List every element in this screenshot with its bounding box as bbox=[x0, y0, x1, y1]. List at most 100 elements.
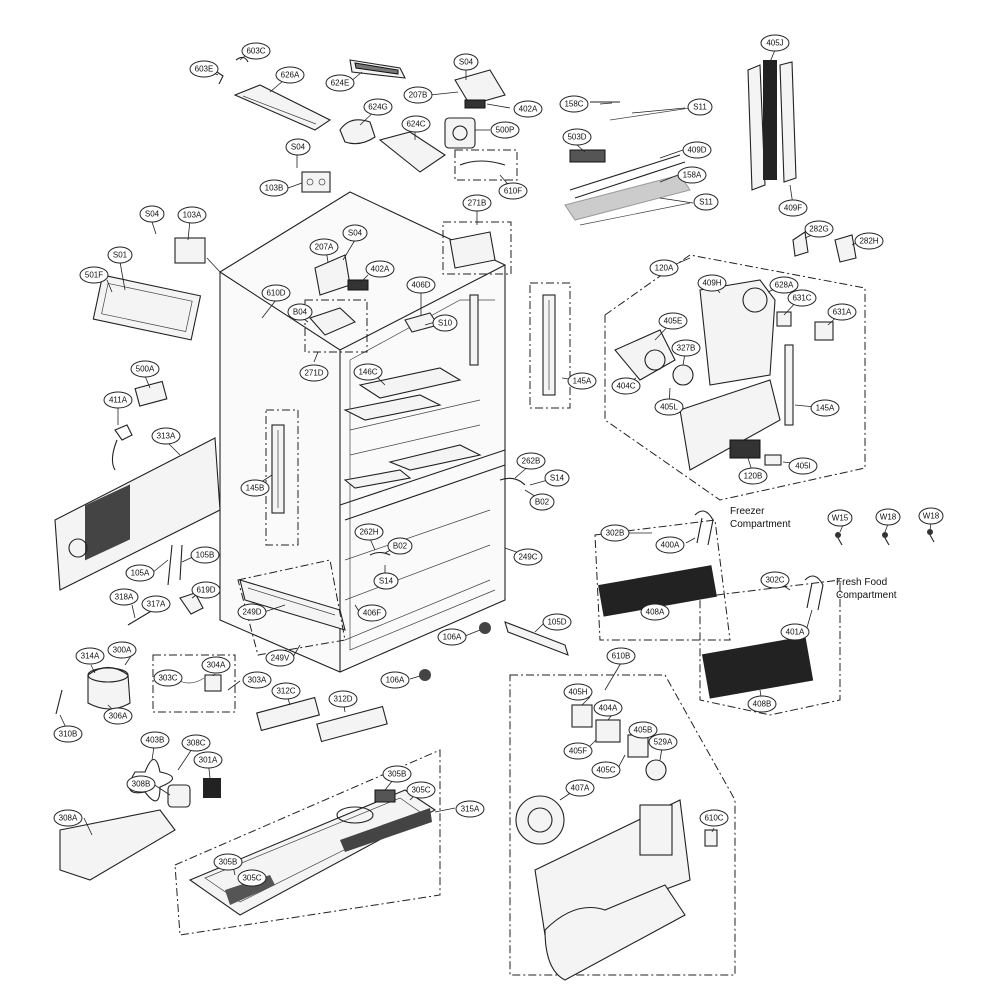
callout-405I: 405I bbox=[788, 457, 818, 475]
callout-403B: 403B bbox=[140, 731, 170, 749]
callout-S04-d: S04 bbox=[342, 224, 368, 242]
callout-145A-b: 145A bbox=[567, 372, 597, 390]
callout-306A: 306A bbox=[103, 707, 133, 725]
svg-text:306A: 306A bbox=[109, 712, 128, 721]
callout-529A: 529A bbox=[648, 733, 678, 751]
svg-text:106A: 106A bbox=[443, 633, 462, 642]
svg-text:249D: 249D bbox=[242, 608, 261, 617]
callout-103B: 103B bbox=[259, 179, 289, 197]
svg-text:303A: 303A bbox=[248, 676, 267, 685]
callout-312C: 312C bbox=[271, 682, 301, 700]
svg-text:400A: 400A bbox=[661, 541, 680, 550]
callout-106A-b: 106A bbox=[380, 671, 410, 689]
callout-408B: 408B bbox=[747, 695, 777, 713]
svg-text:305C: 305C bbox=[242, 874, 261, 883]
callout-500P: 500P bbox=[490, 121, 520, 139]
callout-B02-b: B02 bbox=[387, 537, 413, 555]
callout-249V: 249V bbox=[265, 649, 295, 667]
callout-312D: 312D bbox=[328, 690, 358, 708]
callout-303A: 303A bbox=[242, 671, 272, 689]
callout-105B: 105B bbox=[190, 546, 220, 564]
callout-318A: 318A bbox=[109, 588, 139, 606]
svg-text:308C: 308C bbox=[186, 739, 205, 748]
svg-text:603E: 603E bbox=[195, 65, 214, 74]
callout-207A: 207A bbox=[309, 238, 339, 256]
misc-parts bbox=[369, 477, 935, 681]
svg-text:603C: 603C bbox=[246, 47, 265, 56]
svg-text:S14: S14 bbox=[379, 577, 394, 586]
callout-409F: 409F bbox=[778, 199, 808, 217]
callout-302C: 302C bbox=[760, 571, 790, 589]
svg-text:409D: 409D bbox=[687, 146, 706, 155]
svg-text:310B: 310B bbox=[59, 730, 78, 739]
callout-282G: 282G bbox=[804, 220, 834, 238]
svg-text:103B: 103B bbox=[265, 184, 284, 193]
svg-text:S14: S14 bbox=[550, 474, 565, 483]
callout-401A: 401A bbox=[780, 623, 810, 641]
svg-text:105A: 105A bbox=[131, 569, 150, 578]
callout-S04-b: S04 bbox=[285, 138, 311, 156]
callout-S14-a: S14 bbox=[544, 469, 570, 487]
back-panel bbox=[54, 380, 221, 591]
callout-603C: 603C bbox=[241, 42, 271, 60]
svg-text:S11: S11 bbox=[699, 198, 713, 207]
svg-text:318A: 318A bbox=[115, 593, 134, 602]
svg-text:158A: 158A bbox=[683, 171, 702, 180]
callout-407A: 407A bbox=[565, 779, 595, 797]
callout-103A: 103A bbox=[177, 206, 207, 224]
svg-text:405I: 405I bbox=[795, 462, 811, 471]
callout-624G: 624G bbox=[363, 98, 393, 116]
freezer-note-line1: Freezer bbox=[730, 506, 765, 517]
top-control-parts bbox=[309, 231, 496, 336]
svg-text:402A: 402A bbox=[371, 265, 390, 274]
svg-text:271B: 271B bbox=[468, 199, 487, 208]
svg-text:610B: 610B bbox=[612, 652, 631, 661]
callout-300A: 300A bbox=[107, 641, 137, 659]
svg-text:158C: 158C bbox=[564, 100, 583, 109]
svg-text:619D: 619D bbox=[196, 586, 215, 595]
svg-text:610C: 610C bbox=[704, 814, 723, 823]
svg-text:500P: 500P bbox=[496, 126, 515, 135]
svg-text:624C: 624C bbox=[406, 120, 425, 129]
svg-text:405B: 405B bbox=[634, 726, 653, 735]
compartment-notes: Freezer Compartment Fresh Food Compartme… bbox=[730, 506, 897, 601]
callout-624C: 624C bbox=[401, 115, 431, 133]
callout-249C: 249C bbox=[513, 548, 543, 566]
callout-S14-b: S14 bbox=[373, 572, 399, 590]
callout-271D: 271D bbox=[299, 364, 329, 382]
callout-610D: 610D bbox=[261, 284, 291, 302]
svg-text:302B: 302B bbox=[606, 529, 625, 538]
callout-631C: 631C bbox=[787, 289, 817, 307]
svg-text:303C: 303C bbox=[158, 674, 177, 683]
callout-305B-b: 305B bbox=[213, 853, 243, 871]
svg-text:207A: 207A bbox=[315, 243, 334, 252]
callout-405E: 405E bbox=[658, 312, 688, 330]
callout-317A: 317A bbox=[141, 595, 171, 613]
callout-308B: 308B bbox=[126, 775, 156, 793]
top-left-parts bbox=[92, 56, 506, 341]
callout-402A-a: 402A bbox=[513, 100, 543, 118]
svg-text:407A: 407A bbox=[571, 784, 590, 793]
fresh-food-note-line2: Compartment bbox=[836, 590, 897, 601]
svg-text:317A: 317A bbox=[147, 600, 166, 609]
callout-207B: 207B bbox=[403, 86, 433, 104]
svg-text:312C: 312C bbox=[276, 687, 295, 696]
callout-405J: 405J bbox=[760, 34, 790, 52]
svg-text:282H: 282H bbox=[859, 237, 878, 246]
callout-315A: 315A bbox=[455, 800, 485, 818]
duct-assembly bbox=[614, 279, 834, 471]
callout-610B: 610B bbox=[606, 647, 636, 665]
callout-W15: W15 bbox=[827, 509, 853, 527]
svg-text:624E: 624E bbox=[331, 79, 350, 88]
callout-301A: 301A bbox=[193, 751, 223, 769]
svg-text:304A: 304A bbox=[207, 661, 226, 670]
callout-405B: 405B bbox=[628, 721, 658, 739]
callout-624E: 624E bbox=[325, 74, 355, 92]
svg-text:404A: 404A bbox=[599, 704, 618, 713]
callout-610C: 610C bbox=[699, 809, 729, 827]
svg-text:408A: 408A bbox=[646, 608, 665, 617]
svg-text:S04: S04 bbox=[145, 210, 160, 219]
svg-text:305C: 305C bbox=[411, 786, 430, 795]
callout-405C: 405C bbox=[591, 761, 621, 779]
